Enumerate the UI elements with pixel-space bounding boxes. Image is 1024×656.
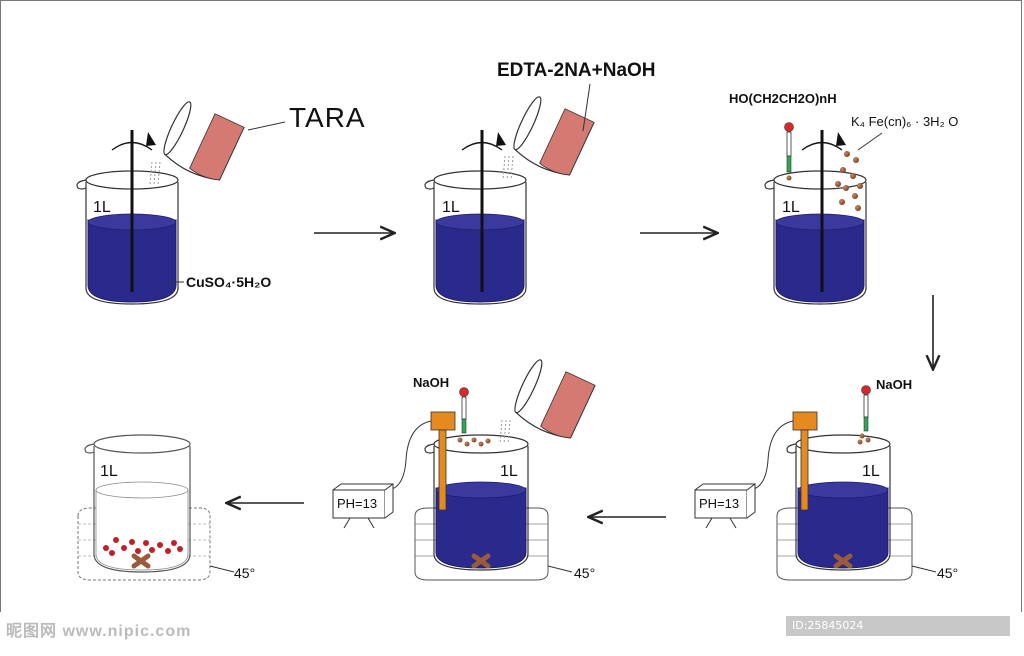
beaker-1 bbox=[76, 130, 179, 305]
beaker-3 bbox=[764, 130, 867, 305]
ph-meter-6 bbox=[694, 483, 756, 529]
ph-label-5: PH=13 bbox=[337, 496, 378, 511]
cuso4-label: CuSO₄·5H₂O bbox=[186, 274, 272, 290]
ph-probe-5 bbox=[387, 411, 456, 511]
volume-label-4: 1L bbox=[100, 463, 118, 480]
ph-meter-5 bbox=[332, 483, 394, 529]
dropper-5 bbox=[457, 387, 491, 447]
red-precipitate bbox=[103, 537, 183, 556]
beaker-5 bbox=[414, 419, 573, 581]
k4-leader-line bbox=[857, 132, 883, 151]
angle-label-6: 45° bbox=[937, 565, 959, 581]
volume-label-1: 1L bbox=[93, 199, 111, 216]
tara-cup-1 bbox=[163, 101, 245, 181]
angle-label-5: 45° bbox=[574, 565, 596, 581]
dropper-3 bbox=[784, 122, 794, 181]
beaker-4 bbox=[77, 434, 235, 581]
site-watermark: 昵图网 www.nipic.com bbox=[6, 623, 192, 640]
peg-label: HO(CH2CH2O)nH bbox=[729, 91, 837, 106]
edta-label: EDTA-2NA+NaOH bbox=[497, 60, 656, 81]
image-id-badge: ID:25845024 NO:20210812162758319109 bbox=[786, 616, 1010, 652]
angle-label-4: 45° bbox=[234, 565, 256, 581]
dropper-6 bbox=[857, 385, 871, 445]
tara-cup-5 bbox=[514, 359, 596, 439]
naoh-label-6: NaOH bbox=[876, 377, 913, 392]
beaker-6 bbox=[776, 434, 937, 581]
naoh-label-5: NaOH bbox=[413, 375, 450, 390]
particles-3 bbox=[835, 151, 863, 211]
volume-label-2: 1L bbox=[442, 199, 460, 216]
volume-label-6: 1L bbox=[862, 463, 880, 480]
k4-label: K₄ Fe(cn)₆ · 3H₂ O bbox=[851, 114, 959, 129]
beaker-2 bbox=[424, 130, 527, 305]
volume-label-3: 1L bbox=[782, 199, 800, 216]
volume-label-5: 1L bbox=[500, 463, 518, 480]
ph-probe-6 bbox=[749, 411, 818, 511]
edta-leader-line bbox=[582, 83, 591, 132]
tara-leader-line bbox=[247, 121, 286, 131]
ph-label-6: PH=13 bbox=[699, 496, 740, 511]
tara-cup-2 bbox=[513, 96, 595, 176]
tara-label: TARA bbox=[289, 102, 366, 133]
